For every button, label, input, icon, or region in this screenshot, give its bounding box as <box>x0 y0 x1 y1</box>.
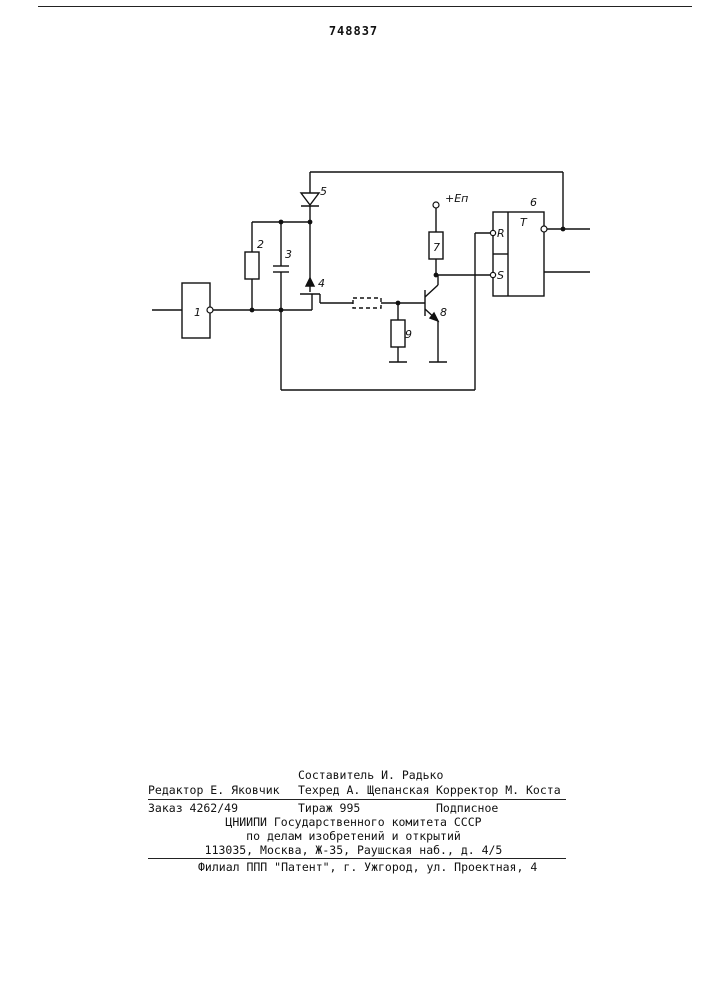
address-line: 113035, Москва, Ж-35, Раушская наб., д. … <box>0 843 707 857</box>
transistor-8-collector <box>425 285 438 297</box>
junction-dot <box>434 273 439 278</box>
junction-dot <box>561 227 566 232</box>
junction-dot <box>308 220 313 225</box>
label-9: 9 <box>405 328 412 341</box>
trigger-input-s-label: S <box>497 269 504 282</box>
label-7: 7 <box>433 241 440 254</box>
resistor-9 <box>391 320 405 347</box>
junction-dot <box>279 220 284 225</box>
circuit-diagram: 1 2 3 4 5 6 7 8 9 +Eп T R S <box>0 0 707 420</box>
trigger-input-r-label: R <box>497 227 505 240</box>
resistor-2 <box>245 252 259 279</box>
label-1: 1 <box>194 306 201 319</box>
label-8: 8 <box>440 306 447 319</box>
block-1-output-pin <box>207 307 213 313</box>
label-3: 3 <box>285 248 292 261</box>
imprint-rule-bottom <box>148 858 566 859</box>
techred-line: Техред А. Щепанская <box>298 783 430 797</box>
trigger-6-inverted-output <box>541 226 547 232</box>
editor-line: Редактор Е. Яковчик <box>148 783 280 797</box>
junction-dot <box>396 301 401 306</box>
imprint-rule-top <box>148 799 566 800</box>
subscription-line: Подписное <box>436 801 498 815</box>
org-line-2: по делам изобретений и открытий <box>0 829 707 843</box>
trigger-type-label: T <box>520 216 528 229</box>
compiler-line: Составитель И. Радько <box>298 768 443 782</box>
branch-line: Филиал ППП "Патент", г. Ужгород, ул. Про… <box>198 860 537 874</box>
label-5: 5 <box>320 185 327 198</box>
label-6: 6 <box>530 196 537 209</box>
circulation-line: Тираж 995 <box>298 801 360 815</box>
supply-label: +Eп <box>445 192 468 205</box>
s-input-pin <box>490 272 495 277</box>
junction-dot <box>250 308 255 313</box>
switch-4-arrow <box>306 278 314 286</box>
label-2: 2 <box>257 238 264 251</box>
diode-5 <box>301 193 319 205</box>
supply-terminal <box>433 202 439 208</box>
org-line-1: ЦНИИПИ Государственного комитета СССР <box>0 815 707 829</box>
order-line: Заказ 4262/49 <box>148 801 238 815</box>
junction-dot <box>279 308 284 313</box>
label-4: 4 <box>318 277 325 290</box>
corrector-line: Корректор М. Коста <box>436 783 561 797</box>
delay-element <box>353 298 381 308</box>
r-input-pin <box>490 230 495 235</box>
